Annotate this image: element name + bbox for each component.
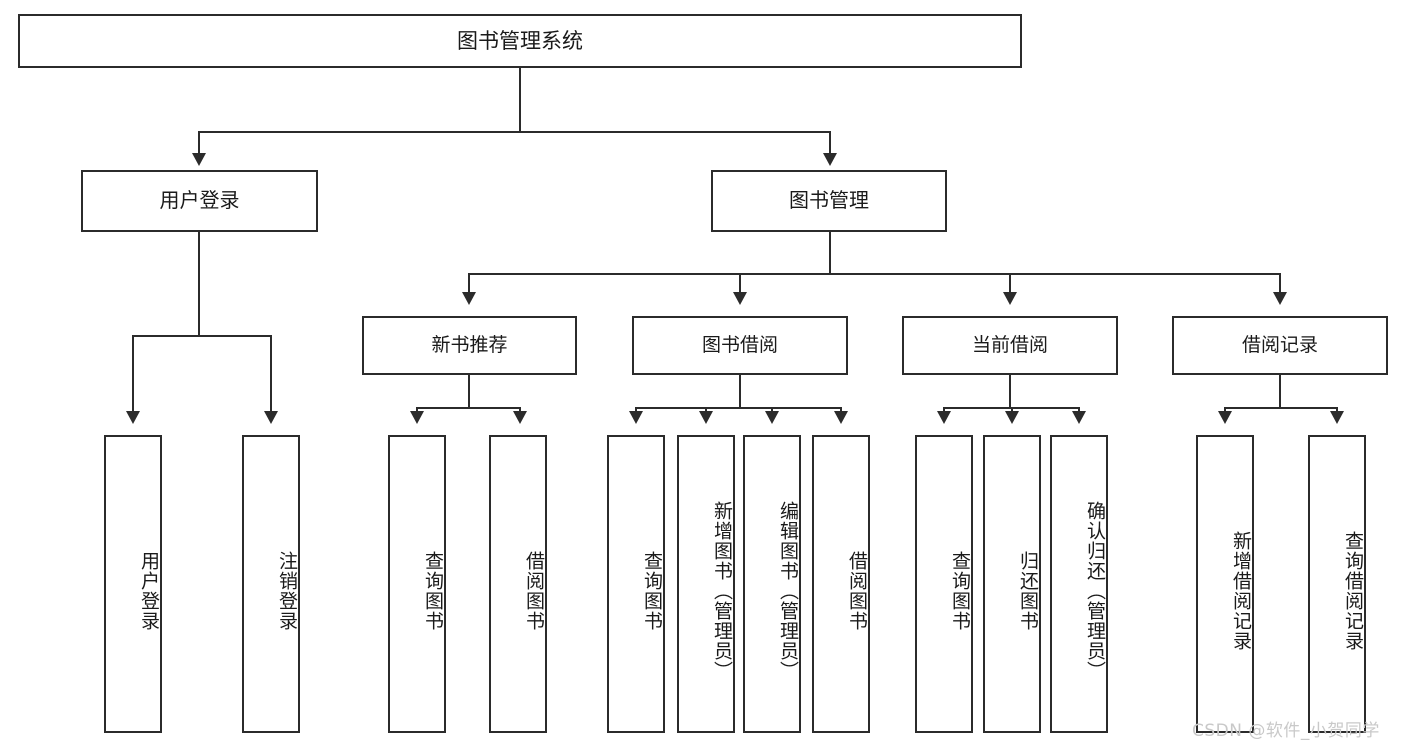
edge-bb-to-leaf-4: [840, 407, 842, 413]
edge-cb-to-leaf-2: [1011, 407, 1013, 413]
node-label: 查询借阅记录: [1342, 531, 1364, 651]
node-label: 借阅图书: [523, 551, 545, 631]
edge-nb-to-leaf-1: [416, 407, 418, 413]
csdn-watermark: CSDN @软件_小贺同学: [1192, 721, 1380, 741]
node-label: 查询图书: [641, 551, 663, 631]
node-label: 借阅图书: [846, 551, 868, 631]
arrow-cb-to-leaf-1: [937, 411, 951, 424]
arrow-bb-to-leaf-2: [699, 411, 713, 424]
edge-new-book-stem: [468, 375, 470, 408]
edge-book-borrow-bus: [635, 407, 841, 409]
arrow-user-login-to-leaf-2: [264, 411, 278, 424]
node-book-management[interactable]: 图书管理: [711, 170, 947, 232]
node-label: 图书借阅: [701, 334, 778, 357]
arrow-bm-to-new-book: [462, 292, 476, 305]
arrow-br-to-leaf-1: [1218, 411, 1232, 424]
edge-book-management-stem: [829, 232, 831, 274]
leaf-borrow-record-query[interactable]: 查询借阅记录: [1308, 435, 1366, 733]
leaf-book-borrow-edit[interactable]: 编辑图书（管理员）: [743, 435, 801, 733]
arrow-bb-to-leaf-4: [834, 411, 848, 424]
edge-new-book-bus: [416, 407, 521, 409]
edge-borrow-record-bus: [1224, 407, 1338, 409]
leaf-book-borrow-add[interactable]: 新增图书（管理员）: [677, 435, 735, 733]
leaf-book-borrow-borrow[interactable]: 借阅图书: [812, 435, 870, 733]
node-label: 新增借阅记录: [1230, 531, 1252, 651]
edge-nb-to-leaf-2: [519, 407, 521, 413]
node-label: 用户登录: [159, 188, 240, 213]
node-new-book-recommend[interactable]: 新书推荐: [362, 316, 577, 375]
arrow-nb-to-leaf-2: [513, 411, 527, 424]
node-label: 新增图书（管理员）: [711, 501, 733, 681]
edge-br-to-leaf-2: [1336, 407, 1338, 413]
node-label: 图书管理: [789, 188, 869, 213]
node-user-login[interactable]: 用户登录: [81, 170, 318, 232]
arrow-br-to-leaf-2: [1330, 411, 1344, 424]
edge-root-stem: [519, 68, 521, 132]
arrow-nb-to-leaf-1: [410, 411, 424, 424]
edge-root-to-user-login: [198, 131, 200, 155]
leaf-user-login-signout[interactable]: 注销登录: [242, 435, 300, 733]
arrow-bb-to-leaf-3: [765, 411, 779, 424]
arrow-bb-to-leaf-1: [629, 411, 643, 424]
node-label: 编辑图书（管理员）: [777, 501, 799, 681]
edge-bb-to-leaf-3: [771, 407, 773, 413]
leaf-current-borrow-return[interactable]: 归还图书: [983, 435, 1041, 733]
edge-current-borrow-stem: [1009, 375, 1011, 408]
leaf-current-borrow-confirm-return[interactable]: 确认归还（管理员）: [1050, 435, 1108, 733]
edge-bm-to-book-borrow: [739, 273, 741, 293]
edge-bm-to-new-book: [468, 273, 470, 293]
node-label: 图书管理系统: [457, 28, 583, 53]
edge-user-login-to-leaf-1: [132, 335, 134, 413]
leaf-new-book-query[interactable]: 查询图书: [388, 435, 446, 733]
edge-bb-to-leaf-2: [705, 407, 707, 413]
edge-cb-to-leaf-1: [943, 407, 945, 413]
node-root-book-management-system[interactable]: 图书管理系统: [18, 14, 1022, 68]
edge-user-login-to-leaf-2: [270, 335, 272, 413]
arrow-cb-to-leaf-3: [1072, 411, 1086, 424]
node-current-borrow[interactable]: 当前借阅: [902, 316, 1118, 375]
edge-cb-to-leaf-3: [1078, 407, 1080, 413]
edge-bm-to-current-borrow: [1009, 273, 1011, 293]
node-label: 借阅记录: [1241, 334, 1318, 357]
node-label: 查询图书: [422, 551, 444, 631]
edge-br-to-leaf-1: [1224, 407, 1226, 413]
edge-root-to-book-management: [829, 131, 831, 155]
node-borrow-record[interactable]: 借阅记录: [1172, 316, 1388, 375]
node-label: 确认归还（管理员）: [1084, 501, 1106, 681]
edge-book-management-bus: [468, 273, 1280, 275]
node-label: 新书推荐: [431, 334, 508, 357]
node-label: 当前借阅: [971, 334, 1048, 357]
arrow-root-to-user-login: [192, 153, 206, 166]
leaf-new-book-borrow[interactable]: 借阅图书: [489, 435, 547, 733]
leaf-user-login-signin[interactable]: 用户登录: [104, 435, 162, 733]
node-label: 查询图书: [949, 551, 971, 631]
edge-user-login-bus: [132, 335, 272, 337]
arrow-user-login-to-leaf-1: [126, 411, 140, 424]
node-label: 用户登录: [138, 551, 160, 631]
edge-borrow-record-stem: [1279, 375, 1281, 408]
leaf-borrow-record-add[interactable]: 新增借阅记录: [1196, 435, 1254, 733]
edge-user-login-stem: [198, 232, 200, 336]
node-label: 注销登录: [276, 551, 298, 631]
edge-bm-to-borrow-record: [1279, 273, 1281, 293]
edge-root-bus: [198, 131, 831, 133]
node-label: 归还图书: [1017, 551, 1039, 631]
arrow-bm-to-book-borrow: [733, 292, 747, 305]
arrow-bm-to-borrow-record: [1273, 292, 1287, 305]
leaf-book-borrow-query[interactable]: 查询图书: [607, 435, 665, 733]
edge-book-borrow-stem: [739, 375, 741, 408]
leaf-current-borrow-query[interactable]: 查询图书: [915, 435, 973, 733]
arrow-root-to-book-management: [823, 153, 837, 166]
arrow-bm-to-current-borrow: [1003, 292, 1017, 305]
arrow-cb-to-leaf-2: [1005, 411, 1019, 424]
node-book-borrow[interactable]: 图书借阅: [632, 316, 848, 375]
edge-bb-to-leaf-1: [635, 407, 637, 413]
